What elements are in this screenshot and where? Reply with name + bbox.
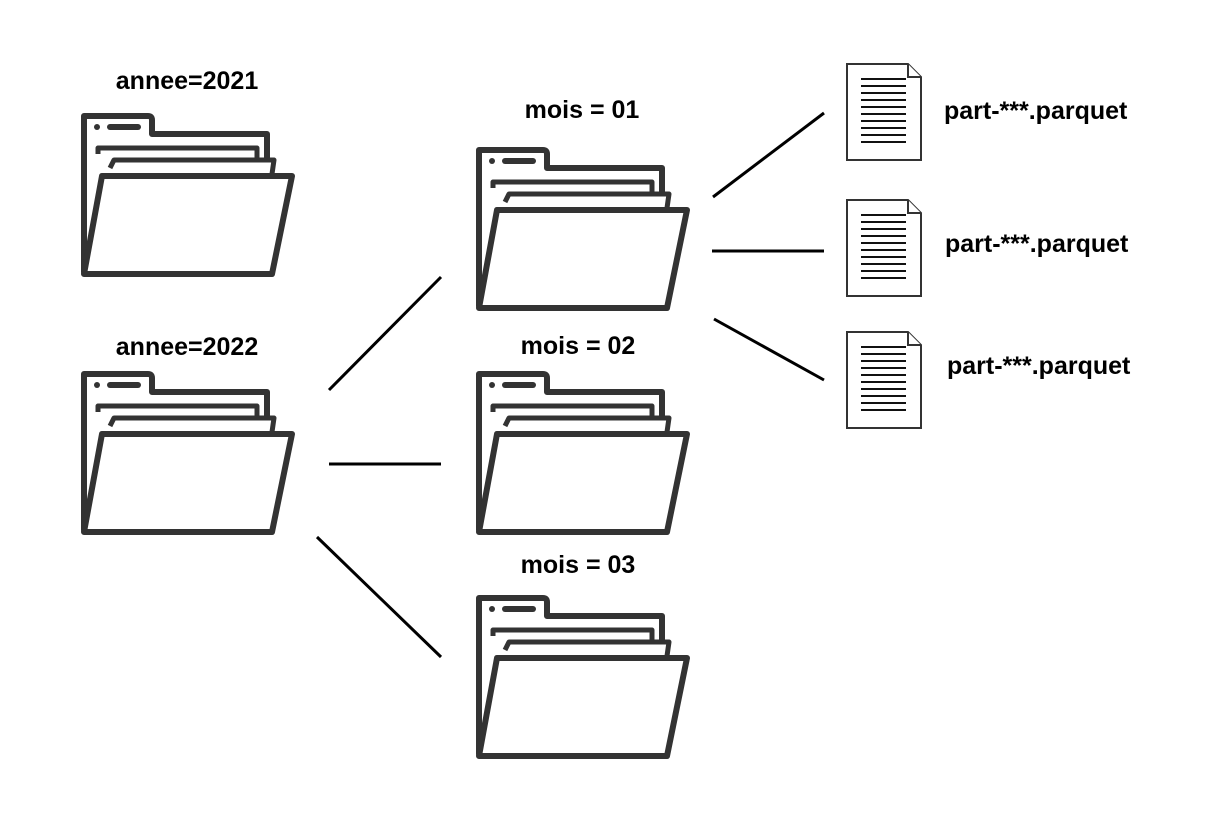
folder-node-annee-2021: annee=2021 [84,67,292,274]
folder-label: mois = 01 [525,96,640,124]
file-node-3: part-***.parquet [846,331,1131,429]
folder-label: mois = 03 [521,551,636,579]
file-node-2: part-***.parquet [846,199,1129,297]
folder-icon [479,150,687,308]
folder-node-mois-01: mois = 01 [479,96,687,308]
document-icon [846,199,922,297]
file-node-1: part-***.parquet [846,63,1128,161]
file-label: part-***.parquet [945,230,1129,258]
folder-icon [84,374,292,532]
folder-label: mois = 02 [521,332,636,360]
file-label: part-***.parquet [947,352,1131,380]
folder-label: annee=2022 [116,333,258,361]
connector-mois01-file1 [712,111,825,199]
folder-icon [84,116,292,274]
connector-2022-mois01 [327,275,443,392]
folder-icon [479,374,687,532]
document-icon [846,63,922,161]
folder-node-mois-02: mois = 02 [479,332,687,532]
file-label: part-***.parquet [944,97,1128,125]
document-icon [846,331,922,429]
folder-node-annee-2022: annee=2022 [84,333,292,532]
folder-icon [479,598,687,756]
folder-node-mois-03: mois = 03 [479,551,687,756]
connector-mois01-file3 [713,317,825,382]
folder-label: annee=2021 [116,67,259,95]
connector-2022-mois03 [315,535,443,659]
